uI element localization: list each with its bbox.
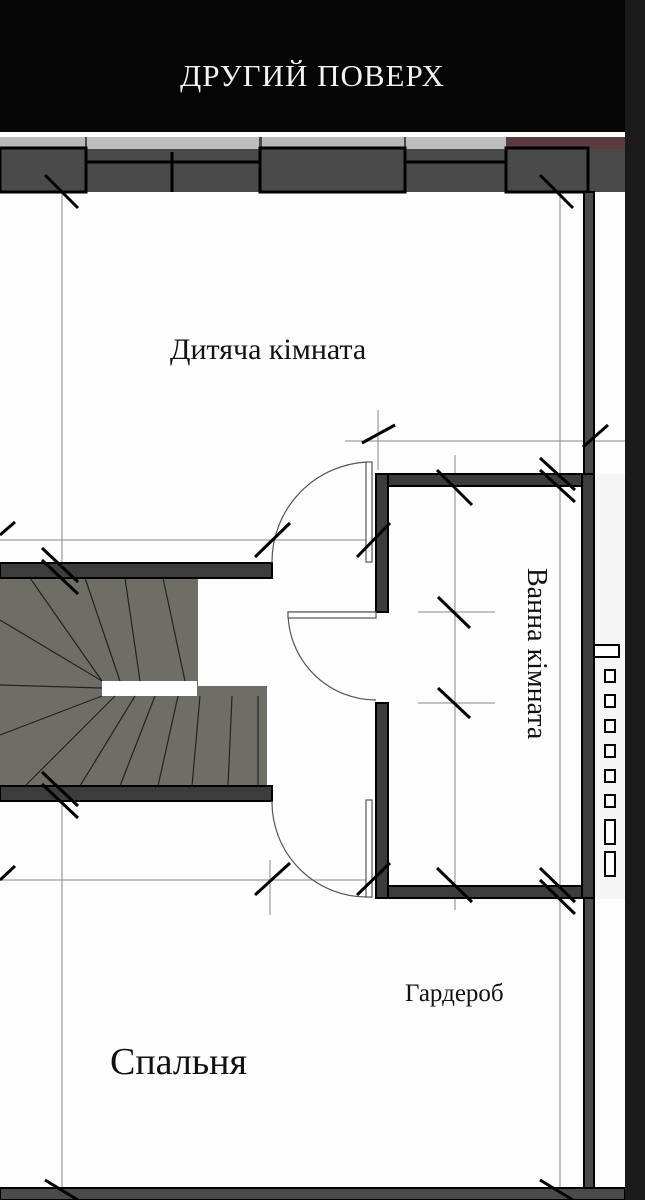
room-label-wardrobe: Гардероб	[405, 980, 504, 1007]
room-label-bedroom: Спальня	[110, 1041, 247, 1083]
header-bar: ДРУГИЙ ПОВЕРХ	[0, 0, 625, 132]
room-label-bathroom: Ванна кімната	[521, 568, 552, 740]
bathroom-walls	[375, 473, 595, 899]
right-window	[592, 644, 620, 877]
room-label-kids-room: Дитяча кімната	[170, 333, 367, 366]
top-wall	[0, 137, 625, 194]
doors	[271, 461, 377, 898]
dimension-ticks	[0, 173, 609, 1200]
staircase	[0, 562, 273, 802]
page-title: ДРУГИЙ ПОВЕРХ	[180, 58, 445, 93]
right-edge-strip	[625, 0, 645, 1200]
plan-drawing	[0, 137, 625, 1200]
